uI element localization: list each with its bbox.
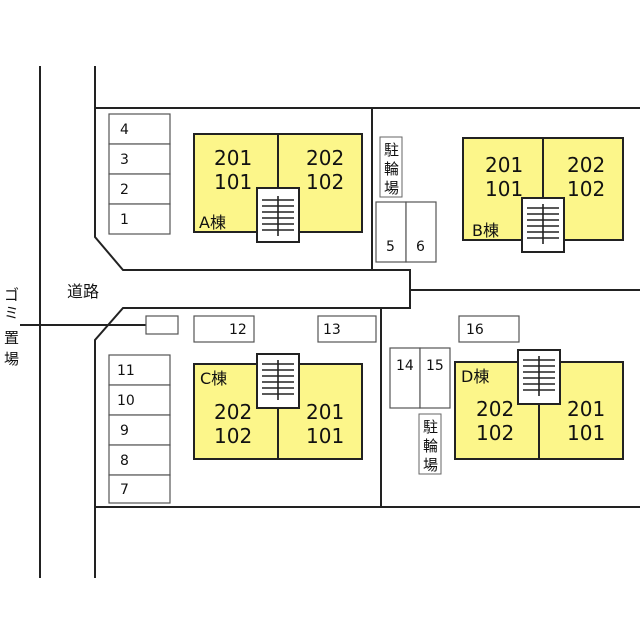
garbage-label-char: ミ	[4, 304, 19, 322]
parking-slot	[375, 201, 407, 263]
staircase-icon	[521, 197, 565, 253]
garbage-label-char: 置	[4, 329, 19, 347]
unit-number: 102	[476, 421, 514, 445]
bicycle-parking-char: 場	[423, 456, 438, 474]
parking-slot-number: 1	[120, 212, 129, 228]
staircase-icon	[256, 187, 300, 243]
parking-slot	[108, 444, 171, 476]
parking-slot-number: 5	[386, 239, 395, 255]
unit-number: 201	[567, 397, 605, 421]
road-label: 道路	[67, 282, 99, 301]
parking-top-right	[375, 201, 437, 263]
parking-bottom-right	[389, 347, 451, 409]
parking-slot-number: 12	[229, 322, 247, 338]
building-b: 201 101 202 102 B棟	[462, 137, 624, 253]
parking-slot-number: 9	[120, 423, 129, 439]
building-name: D棟	[461, 367, 489, 386]
staircase-icon	[517, 349, 561, 405]
parking-slot	[108, 203, 171, 235]
building-c: C棟 202 102 201 101	[193, 353, 363, 460]
parking-slot	[405, 201, 437, 263]
parking-left-bottom	[108, 354, 171, 504]
bicycle-parking-char: 場	[384, 179, 399, 197]
bicycle-parking-char: 輪	[423, 437, 438, 455]
staircase-icon	[256, 353, 300, 409]
unit-number: 201	[485, 153, 523, 177]
parking-slot-number: 4	[120, 122, 129, 138]
unit-number: 101	[485, 177, 523, 201]
parking-slot-number: 8	[120, 453, 129, 469]
parking-slot	[193, 315, 255, 343]
parking-slot-number: 16	[466, 322, 484, 338]
parking-slot	[108, 474, 171, 504]
building-d: D棟 202 102 201 101	[454, 349, 624, 460]
parking-slot-number: 13	[323, 322, 341, 338]
unit-number: 202	[306, 146, 344, 170]
unit-number: 101	[214, 170, 252, 194]
garbage-box	[145, 315, 179, 335]
unit-number: 202	[214, 400, 252, 424]
parking-slot-number: 10	[117, 393, 135, 409]
bicycle-parking-char: 駐	[384, 141, 399, 159]
unit-number: 201	[214, 146, 252, 170]
parking-slot-number: 11	[117, 363, 135, 379]
parking-slot	[108, 143, 171, 175]
unit-number: 101	[567, 421, 605, 445]
parking-left-top	[108, 113, 171, 235]
parking-slot	[108, 414, 171, 446]
unit-number: 202	[476, 397, 514, 421]
building-name: C棟	[200, 369, 227, 388]
lot-lines	[20, 66, 640, 578]
unit-number: 202	[567, 153, 605, 177]
parking-slot	[317, 315, 377, 343]
parking-slot	[419, 347, 451, 409]
unit-number: 101	[306, 424, 344, 448]
bicycle-parking-char: 輪	[384, 160, 399, 178]
building-name: B棟	[472, 221, 499, 240]
unit-number: 201	[306, 400, 344, 424]
parking-mid-row	[193, 315, 520, 343]
building-a: 201 101 202 102 A棟	[193, 133, 363, 243]
parking-slot	[108, 354, 171, 386]
parking-slot-number: 3	[120, 152, 129, 168]
parking-slot	[458, 315, 520, 343]
parking-slot-number: 6	[416, 239, 425, 255]
unit-number: 102	[214, 424, 252, 448]
parking-slot	[389, 347, 421, 409]
garbage-label-char: 場	[4, 350, 19, 368]
parking-slot-number: 2	[120, 182, 129, 198]
parking-slot-number: 15	[426, 358, 444, 374]
garbage-label-char: ゴ	[4, 286, 19, 304]
bicycle-parking-char: 駐	[423, 418, 438, 436]
parking-slot-number: 14	[396, 358, 414, 374]
building-name: A棟	[199, 213, 226, 232]
parking-slot-number: 7	[120, 482, 129, 498]
parking-slot	[108, 113, 171, 145]
unit-number: 102	[567, 177, 605, 201]
bicycle-parking-label-box	[379, 136, 403, 198]
parking-slot	[108, 173, 171, 205]
bicycle-parking-label-box	[418, 413, 442, 475]
unit-number: 102	[306, 170, 344, 194]
